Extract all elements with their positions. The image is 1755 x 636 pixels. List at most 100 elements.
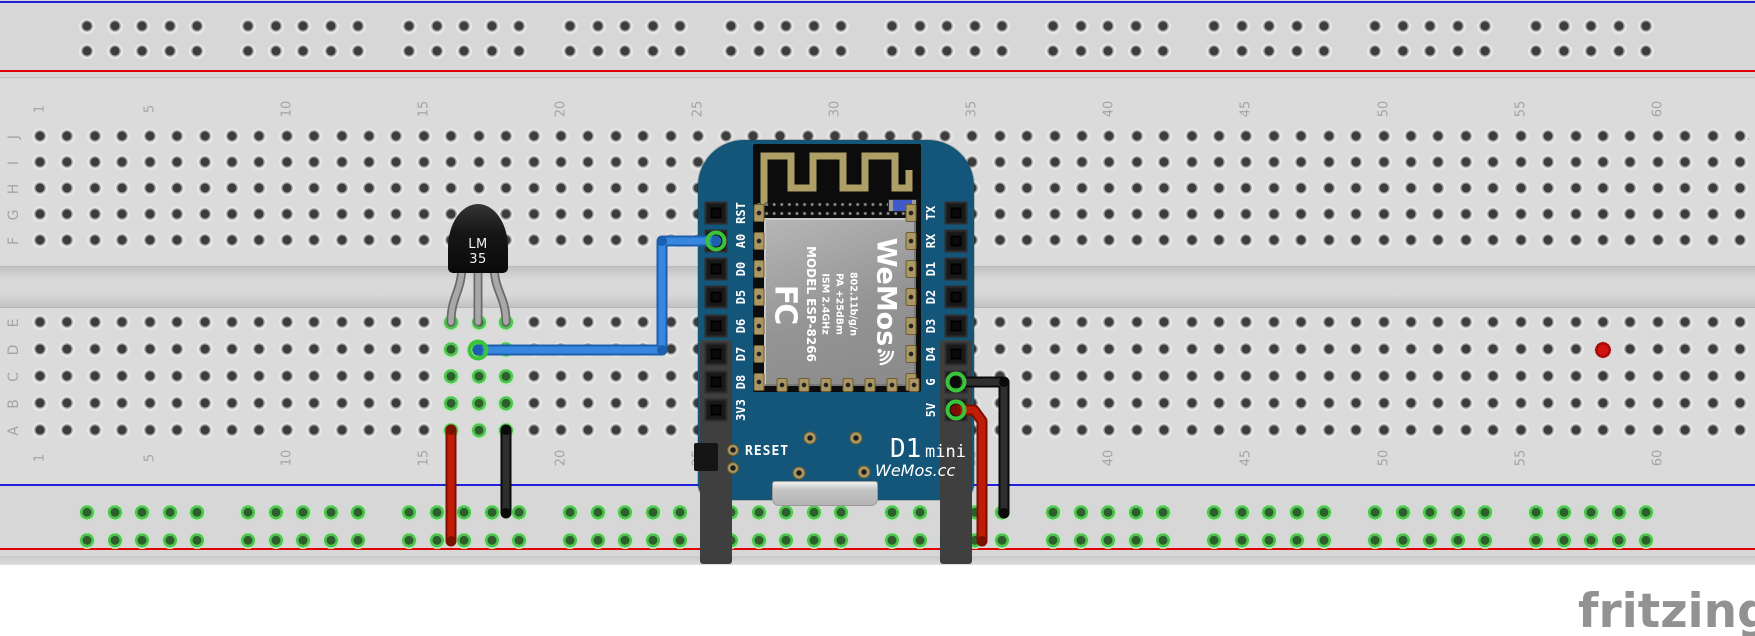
power-rail-hole[interactable] <box>1394 18 1411 36</box>
breadboard-hole[interactable] <box>387 314 405 332</box>
breadboard-hole[interactable] <box>415 422 433 440</box>
power-rail-hole[interactable] <box>1476 43 1494 61</box>
breadboard-hole[interactable] <box>442 154 460 172</box>
pin-TX[interactable] <box>944 201 968 225</box>
power-rail-hole[interactable] <box>911 43 928 61</box>
breadboard-hole[interactable] <box>223 206 241 224</box>
breadboard-hole[interactable] <box>1512 341 1530 359</box>
breadboard-hole[interactable] <box>442 368 460 386</box>
breadboard-hole[interactable] <box>579 206 597 224</box>
breadboard-hole[interactable] <box>1073 395 1091 413</box>
pin-3V3[interactable] <box>704 398 728 422</box>
breadboard-hole[interactable] <box>1429 422 1447 440</box>
breadboard-hole[interactable] <box>250 395 268 413</box>
breadboard-hole[interactable] <box>634 180 652 198</box>
breadboard-hole[interactable] <box>1237 232 1255 250</box>
power-rail-hole[interactable] <box>1233 18 1250 36</box>
wire-a0-signal[interactable] <box>474 237 720 354</box>
breadboard-hole[interactable] <box>1429 232 1447 250</box>
breadboard-hole[interactable] <box>1073 232 1091 250</box>
power-rail-hole[interactable] <box>455 43 473 61</box>
breadboard-hole[interactable] <box>1594 128 1612 146</box>
breadboard-hole[interactable] <box>1018 395 1036 413</box>
power-rail-hole[interactable] <box>1127 504 1144 522</box>
breadboard-hole[interactable] <box>1457 128 1475 146</box>
wire-5v-right[interactable] <box>950 404 988 547</box>
breadboard-hole[interactable] <box>86 180 104 198</box>
power-rail-hole[interactable] <box>671 43 689 61</box>
breadboard-hole[interactable] <box>1649 154 1667 172</box>
breadboard-hole[interactable] <box>1676 314 1694 332</box>
power-rail-hole[interactable] <box>561 504 579 522</box>
breadboard-hole[interactable] <box>1183 314 1201 332</box>
breadboard-hole[interactable] <box>497 368 515 386</box>
breadboard-hole[interactable] <box>607 232 625 250</box>
breadboard-hole[interactable] <box>525 395 543 413</box>
breadboard-hole[interactable] <box>305 368 323 386</box>
breadboard-hole[interactable] <box>1402 128 1420 146</box>
breadboard-hole[interactable] <box>1621 154 1639 172</box>
power-rail-hole[interactable] <box>267 504 284 522</box>
breadboard-hole[interactable] <box>1512 154 1530 172</box>
breadboard-hole[interactable] <box>1100 128 1118 146</box>
breadboard-hole[interactable] <box>250 206 268 224</box>
breadboard-hole[interactable] <box>360 206 378 224</box>
breadboard-hole[interactable] <box>1649 314 1667 332</box>
breadboard-hole[interactable] <box>1128 368 1146 386</box>
breadboard-hole[interactable] <box>196 180 214 198</box>
power-rail-hole[interactable] <box>106 532 123 550</box>
breadboard-hole[interactable] <box>1073 206 1091 224</box>
breadboard-hole[interactable] <box>1731 341 1749 359</box>
breadboard-hole[interactable] <box>333 395 351 413</box>
power-rail-hole[interactable] <box>133 532 151 550</box>
breadboard-hole[interactable] <box>662 180 680 198</box>
power-rail-hole[interactable] <box>589 532 606 550</box>
breadboard-hole[interactable] <box>141 232 159 250</box>
breadboard-hole[interactable] <box>141 314 159 332</box>
breadboard-hole[interactable] <box>1237 314 1255 332</box>
breadboard-hole[interactable] <box>278 206 296 224</box>
breadboard-hole[interactable] <box>1402 422 1420 440</box>
breadboard-hole[interactable] <box>552 368 570 386</box>
power-rail-hole[interactable] <box>1394 504 1411 522</box>
breadboard-hole[interactable] <box>1265 128 1283 146</box>
power-rail-hole[interactable] <box>616 504 634 522</box>
breadboard-hole[interactable] <box>525 232 543 250</box>
breadboard-hole[interactable] <box>387 180 405 198</box>
breadboard-hole[interactable] <box>360 180 378 198</box>
power-rail-hole[interactable] <box>1099 504 1117 522</box>
breadboard-hole[interactable] <box>250 232 268 250</box>
breadboard-hole[interactable] <box>1237 154 1255 172</box>
power-rail-hole[interactable] <box>510 43 528 61</box>
breadboard-hole[interactable] <box>1649 128 1667 146</box>
breadboard-hole[interactable] <box>552 232 570 250</box>
breadboard-hole[interactable] <box>1183 368 1201 386</box>
breadboard-hole[interactable] <box>168 206 186 224</box>
breadboard-hole[interactable] <box>634 368 652 386</box>
breadboard-hole[interactable] <box>470 422 488 440</box>
power-rail-hole[interactable] <box>616 43 634 61</box>
breadboard-hole[interactable] <box>1484 232 1502 250</box>
breadboard-hole[interactable] <box>1704 368 1722 386</box>
breadboard-hole[interactable] <box>305 232 323 250</box>
breadboard-hole[interactable] <box>963 128 981 146</box>
breadboard-hole[interactable] <box>223 341 241 359</box>
breadboard-hole[interactable] <box>1676 154 1694 172</box>
power-rail-hole[interactable] <box>428 532 445 550</box>
breadboard-hole[interactable] <box>1347 206 1365 224</box>
breadboard-hole[interactable] <box>141 341 159 359</box>
power-rail-hole[interactable] <box>1315 18 1333 36</box>
breadboard-hole[interactable] <box>305 314 323 332</box>
power-rail-hole[interactable] <box>1288 43 1305 61</box>
breadboard-hole[interactable] <box>58 206 76 224</box>
breadboard-hole[interactable] <box>1539 341 1557 359</box>
power-rail-hole[interactable] <box>777 43 795 61</box>
breadboard-hole[interactable] <box>1073 154 1091 172</box>
breadboard-hole[interactable] <box>196 128 214 146</box>
power-rail-hole[interactable] <box>1394 43 1411 61</box>
breadboard-hole[interactable] <box>1347 422 1365 440</box>
breadboard-hole[interactable] <box>168 341 186 359</box>
power-rail-hole[interactable] <box>671 532 689 550</box>
breadboard-hole[interactable] <box>1704 154 1722 172</box>
breadboard-hole[interactable] <box>113 206 131 224</box>
